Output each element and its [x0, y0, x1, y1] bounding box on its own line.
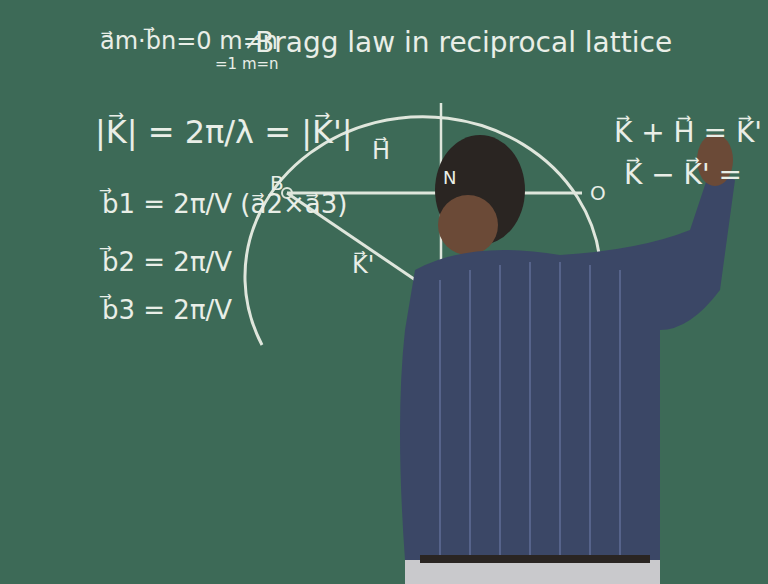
orthogonality-relation: a⃗m·b⃗n=0 m≠n	[100, 28, 278, 54]
lecturer-shirt	[400, 170, 735, 560]
shirt-stripes	[440, 262, 620, 560]
point-label: O	[590, 182, 606, 204]
lecturer-trousers	[405, 560, 660, 584]
reciprocal-vector: b⃗3 = 2π/V	[102, 296, 232, 325]
vector-equation: K⃗ + H⃗ = K⃗'	[614, 118, 762, 149]
board-heading: Bragg law in reciprocal lattice	[255, 28, 672, 59]
lecturer	[400, 134, 735, 584]
lecturer-face	[438, 195, 498, 255]
vector-label: K⃗'	[352, 252, 374, 278]
orthogonality-note: =1 m=n	[215, 56, 279, 73]
wavevector-magnitude: |K⃗| = 2π/λ = |K⃗'|	[95, 115, 353, 150]
vector-label: H⃗	[372, 138, 390, 164]
vector-equation: K⃗ − K⃗' =	[624, 160, 742, 191]
lecturer-belt	[420, 555, 650, 563]
reciprocal-vector: b⃗2 = 2π/V	[102, 248, 232, 277]
point-label: B	[270, 172, 284, 194]
reciprocal-vector: b⃗1 = 2π/V (a⃗2×a⃗3)	[102, 190, 347, 219]
point-label: N	[443, 168, 456, 188]
